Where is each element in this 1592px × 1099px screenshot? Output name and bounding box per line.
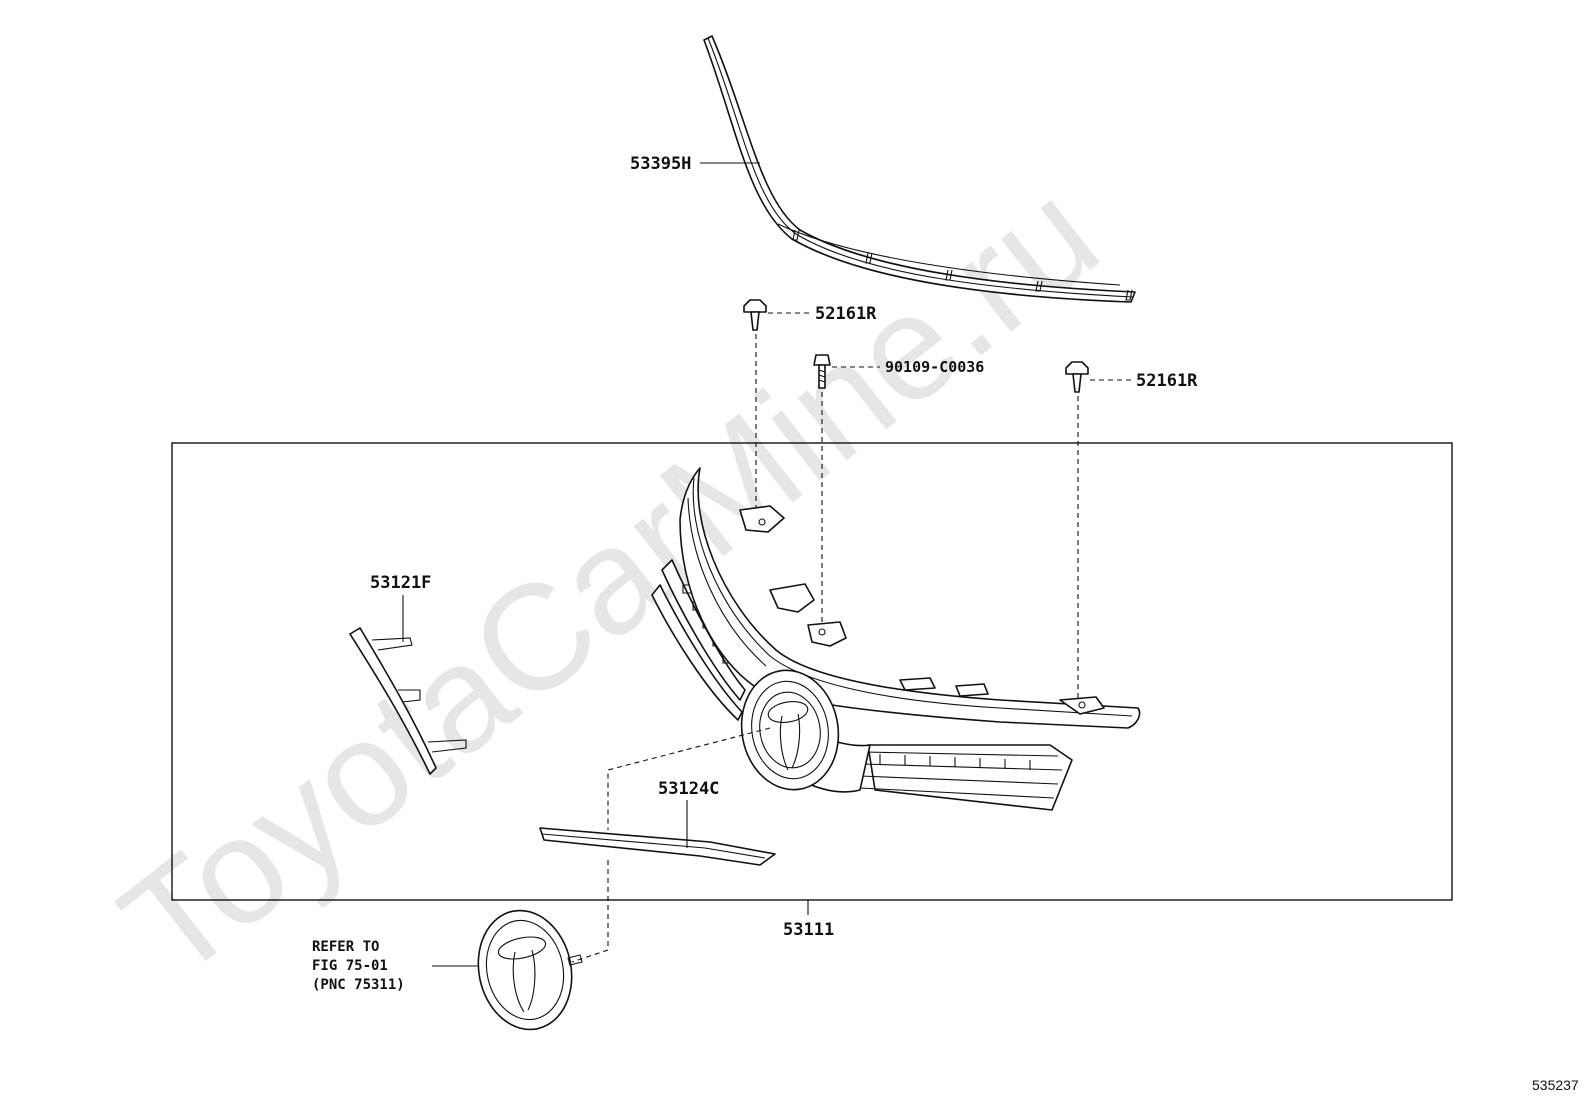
part-label-53111: 53111 xyxy=(783,920,834,940)
part-label-90109-c0036: 90109-C0036 xyxy=(885,358,984,376)
part-label-52161r-left: 52161R xyxy=(815,304,877,324)
emblem-icon xyxy=(477,909,583,1031)
upper-grille-molding xyxy=(703,35,1136,303)
reference-note-line1: REFER TO xyxy=(312,939,379,955)
reference-note-line2: FIG 75-01 xyxy=(312,958,388,974)
side-molding xyxy=(349,627,467,775)
reference-note-line3: (PNC 75311) xyxy=(312,977,405,993)
assembly-frame xyxy=(171,442,1453,901)
part-label-53124c: 53124C xyxy=(658,779,719,799)
bolt-icon xyxy=(813,354,831,389)
drawing-id: 535237 xyxy=(1532,1077,1579,1093)
clip-icon-right xyxy=(1065,361,1089,393)
install-line-emblem xyxy=(571,727,771,963)
part-label-52161r-right: 52161R xyxy=(1136,371,1198,391)
part-label-53121f: 53121F xyxy=(370,573,431,593)
clip-icon-left xyxy=(743,299,767,331)
part-label-53395h: 53395H xyxy=(630,154,691,174)
lower-molding xyxy=(539,827,776,866)
radiator-grille xyxy=(651,467,1141,811)
